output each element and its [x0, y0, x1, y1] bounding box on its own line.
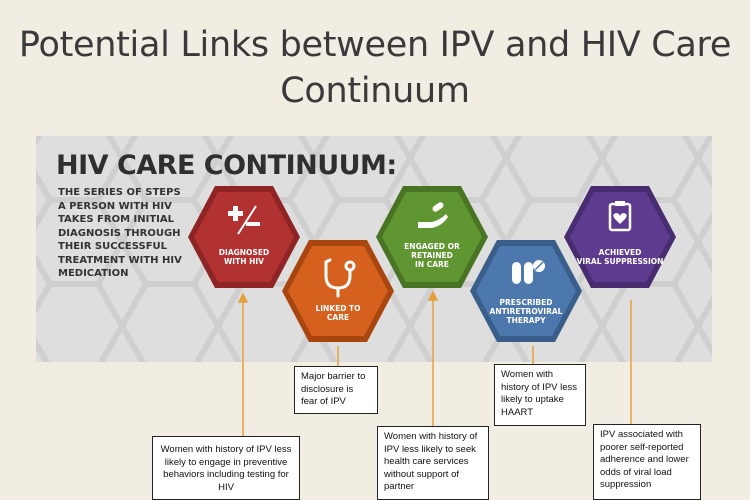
note-seek-health-care: Women with history of IPV less likely to…	[377, 426, 489, 500]
note-adherence-suppression: IPV associated with poorer self-reported…	[593, 424, 701, 500]
step-prescribed-hexagon	[470, 240, 582, 342]
arrow-diagnosed	[237, 292, 249, 303]
note-disclosure-barrier: Major barrier to disclosure is fear of I…	[294, 366, 378, 414]
step-diagnosed-hexagon	[188, 186, 300, 288]
step-achieved-label: ACHIEVED VIRAL SUPPRESSION	[576, 248, 664, 266]
step-linked-label: LINKED TO CARE	[315, 304, 361, 322]
stethoscope-icon	[324, 258, 356, 298]
hand-pill-icon	[418, 202, 448, 228]
slide-title: Potential Links between IPV and HIV Care…	[0, 22, 750, 114]
banner-title: HIV CARE CONTINUUM:	[56, 150, 397, 181]
slide-title-line-1: Potential Links between IPV and HIV Care	[18, 25, 732, 65]
step-engaged-label: ENGAGED OR RETAINED IN CARE	[404, 242, 460, 269]
step-diagnosed-label: DIAGNOSED WITH HIV	[218, 248, 270, 266]
hiv-care-continuum-banner: HIV CARE CONTINUUM: THE SERIES OF STEPS …	[36, 136, 712, 362]
slide-title-line-2: Continuum	[280, 71, 470, 111]
step-linked-hexagon	[282, 240, 394, 342]
plus-minus-icon	[228, 205, 260, 235]
pills-icon	[512, 260, 545, 284]
banner-description: THE SERIES OF STEPS A PERSON WITH HIV TA…	[58, 187, 182, 279]
note-testing-behaviors: Women with history of IPV less likely to…	[152, 436, 300, 500]
step-prescribed-label: PRESCRIBED ANTIRETROVIRAL THERAPY	[489, 298, 563, 325]
step-achieved-hexagon	[564, 186, 676, 288]
note-haart-uptake: Women with history of IPV less likely to…	[494, 364, 586, 426]
step-engaged-hexagon	[376, 186, 488, 288]
clipboard-heart-icon	[608, 201, 632, 232]
arrow-engaged	[427, 290, 439, 301]
